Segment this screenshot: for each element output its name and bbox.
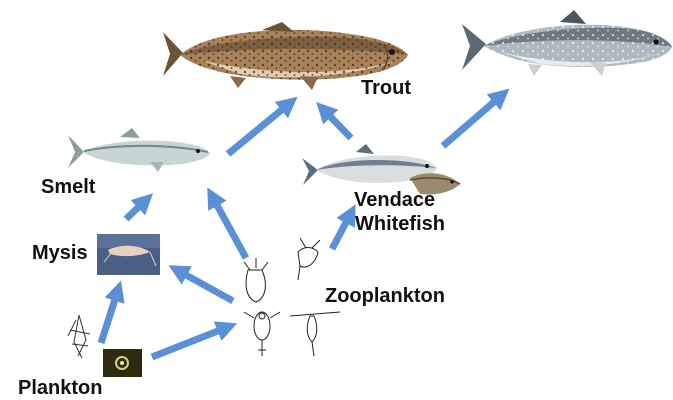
arrow-whitefish-to-char xyxy=(443,95,502,146)
arrow-zooplankton-to-mysis xyxy=(177,270,233,301)
smelt-fish-icon xyxy=(68,128,210,172)
arrow-mysis-to-smelt xyxy=(126,200,146,219)
smelt-label: Smelt xyxy=(41,176,96,198)
arrow-smelt-to-trout xyxy=(228,103,290,154)
arrow-vendace-to-trout xyxy=(323,109,351,138)
trout-label: Trout xyxy=(361,77,411,99)
mysis-shrimp-icon xyxy=(97,234,160,275)
arrow-plankton-to-mysis xyxy=(101,290,118,343)
vendace-label: Vendace xyxy=(354,189,435,211)
plankton-label: Plankton xyxy=(18,377,102,399)
whitefish-label: Whitefish xyxy=(355,213,445,235)
zooplankton-label: Zooplankton xyxy=(325,285,445,307)
arrow-zooplankton-to-smelt xyxy=(212,196,246,258)
arctic-char-fish-icon xyxy=(462,10,672,76)
arrow-plankton-to-zooplankton xyxy=(152,327,228,357)
mysis-label: Mysis xyxy=(32,242,88,264)
arrow-zooplankton-to-vendace xyxy=(332,213,351,249)
